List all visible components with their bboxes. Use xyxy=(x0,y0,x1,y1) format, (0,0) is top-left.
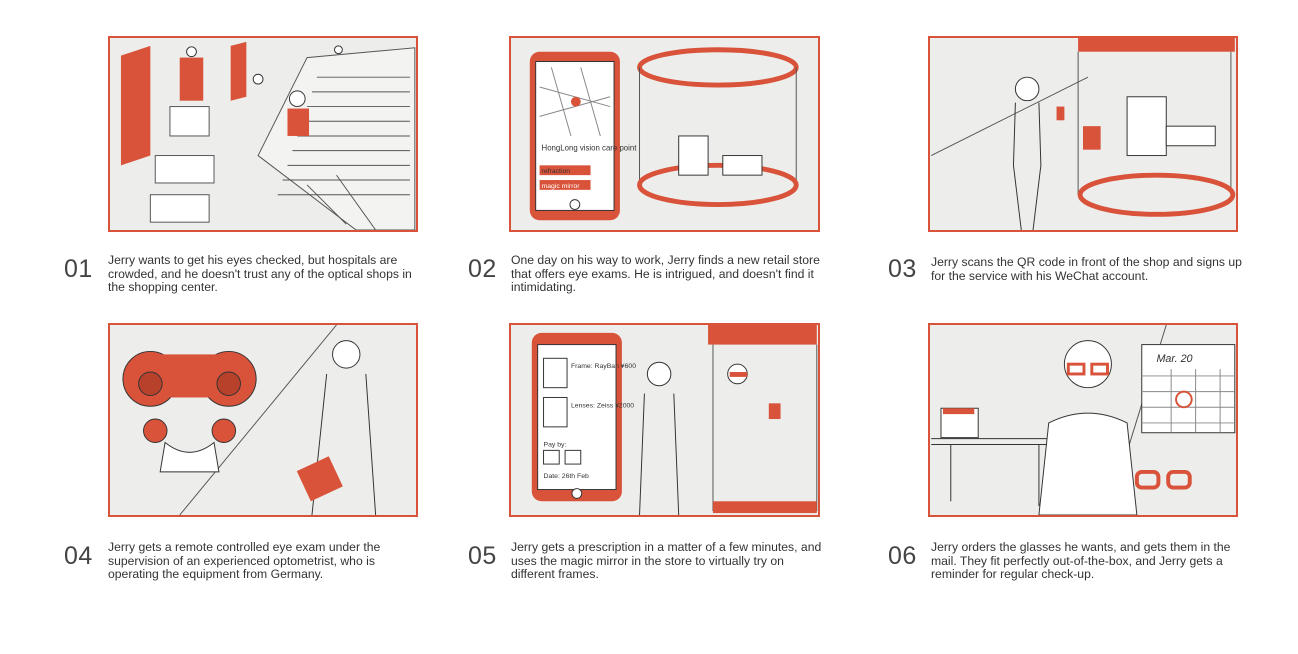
sketch-magic-mirror: magic mirror xyxy=(542,183,581,190)
step-number: 01 xyxy=(64,255,93,283)
eye-exam-sketch xyxy=(111,325,415,515)
magic-mirror-sketch: Frame: RayBan ¥600 Lenses: Zeiss ¥2000 P… xyxy=(512,325,818,515)
sketch-place-name: HongLong vision care point xyxy=(542,144,638,153)
illustration-magic-mirror: Frame: RayBan ¥600 Lenses: Zeiss ¥2000 P… xyxy=(509,323,820,517)
sketch-frame-info: Frame: RayBan ¥600 xyxy=(571,363,636,370)
sketch-refraction: refraction xyxy=(542,168,571,175)
step-number: 04 xyxy=(64,542,93,570)
qr-scan-sketch xyxy=(930,38,1236,230)
step-caption: One day on his way to work, Jerry finds … xyxy=(511,253,820,294)
hospital-sketch xyxy=(111,38,416,230)
sketch-calendar-month: Mar. 20 xyxy=(1156,353,1192,365)
sketch-lens-info: Lenses: Zeiss ¥2000 xyxy=(571,402,634,409)
illustration-qr-scan xyxy=(928,36,1238,232)
sketch-date: Date: 26th Feb xyxy=(544,473,589,480)
sketch-pay-by: Pay by: xyxy=(544,441,567,448)
illustration-eye-exam xyxy=(108,323,418,517)
illustration-hospital-crowded xyxy=(108,36,418,232)
step-number: 03 xyxy=(888,255,917,283)
glasses-delivery-sketch: Mar. 20 xyxy=(931,325,1236,515)
illustration-glasses-delivery: Mar. 20 xyxy=(928,323,1238,517)
step-caption: Jerry gets a prescription in a matter of… xyxy=(511,540,822,581)
illustration-phone-store: HongLong vision care point refraction ma… xyxy=(509,36,820,232)
step-caption: Jerry scans the QR code in front of the … xyxy=(931,255,1242,283)
step-caption: Jerry orders the glasses he wants, and g… xyxy=(931,540,1231,581)
step-number: 05 xyxy=(468,542,497,570)
step-caption: Jerry gets a remote controlled eye exam … xyxy=(108,540,381,581)
phone-store-sketch: HongLong vision care point refraction ma… xyxy=(512,38,817,230)
step-number: 06 xyxy=(888,542,917,570)
step-caption: Jerry wants to get his eyes checked, but… xyxy=(108,253,412,294)
step-number: 02 xyxy=(468,255,497,283)
